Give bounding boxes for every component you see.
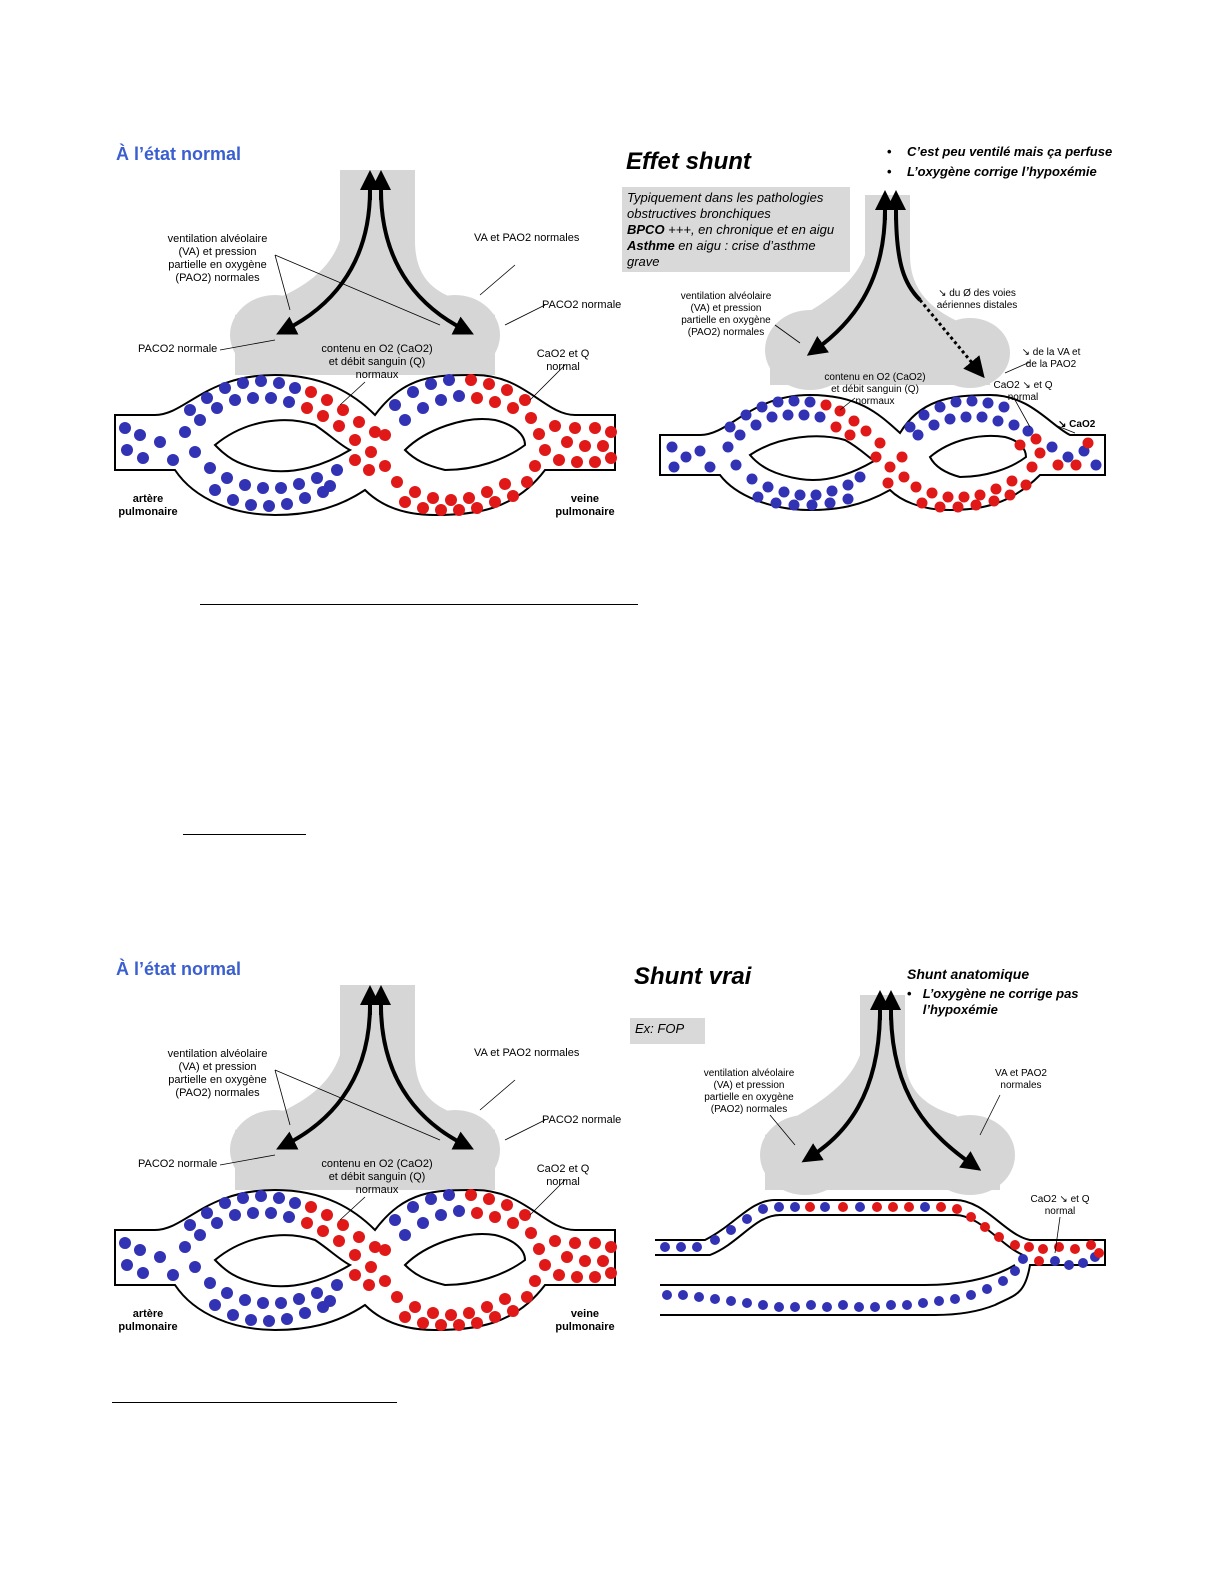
panel3-label-paco2-left: PACO2 normale [138,1158,218,1170]
panel1-label-cao2-q: CaO2 et Q normal [536,348,590,373]
panel4-bullets: •L’oxygène ne corrige pas l’hypoxémie [907,986,1107,1018]
panel1-label-paco2-left: PACO2 normale [138,343,218,355]
panel4-label-cao2-down: CaO2 ↘ et Q normal [1030,1194,1090,1217]
panel2-bullet1: C’est peu ventilé mais ça perfuse [907,144,1113,159]
panel2-context-box: Typiquement dans les pathologies obstruc… [622,187,850,272]
panel1-label-artere: artère pulmonaire [118,493,178,518]
panel4-label-va-pao2: VA et PAO2 normales [995,1068,1047,1091]
panel4-box: Ex: FOP [630,1018,705,1044]
panel4-subtitle: Shunt anatomique [907,966,1030,982]
panel2-box-asthme: Asthme [627,238,675,253]
panel3-label-ventilation: ventilation alvéolaire (VA) et pression … [167,1048,268,1099]
panel2-label-ventilation: ventilation alvéolaire (VA) et pression … [680,291,772,338]
panel3-label-paco2-right: PACO2 normale [542,1114,622,1126]
panel3-label-artere: artère pulmonaire [118,1308,178,1333]
panel1-label-contenu: contenu en O2 (CaO2) et débit sanguin (Q… [321,343,433,381]
shunt-vrai-diagram [655,990,1106,1316]
panel2-box-bpco: BPCO [627,222,665,237]
panel3-label-veine: veine pulmonaire [555,1308,615,1333]
panel2-label-voies: ↘ du Ø des voies aériennes distales [936,288,1018,311]
panel2-label-contenu: contenu en O2 (CaO2) et débit sanguin (Q… [824,372,926,407]
panel2-label-cao2: ↘ CaO2 [1058,419,1096,430]
panel2-box-line1: Typiquement dans les pathologies obstruc… [627,190,824,221]
panel4-label-ventilation: ventilation alvéolaire (VA) et pression … [703,1068,795,1115]
panel1-label-ventilation: ventilation alvéolaire (VA) et pression … [167,233,268,284]
panel3-label-va-pao2: VA et PAO2 normales [474,1047,580,1059]
panel3-label-cao2-q: CaO2 et Q normal [536,1163,590,1188]
panel3-label-contenu: contenu en O2 (CaO2) et débit sanguin (Q… [321,1158,433,1196]
panel2-title: Effet shunt [626,148,751,175]
separator-line-2 [183,834,306,835]
panel4-bullet1: L’oxygène ne corrige pas l’hypoxémie [922,986,1079,1017]
panel2-label-va-pao2-down: ↘ de la VA et de la PAO2 [1021,347,1081,370]
panel1-title: À l’état normal [116,144,242,164]
effet-shunt-diagram [659,190,1106,513]
panel1-label-paco2-right: PACO2 normale [542,299,622,311]
panel2-box-asthme-rest: en aigu : crise d’asthme grave [627,238,816,269]
separator-line-1 [200,604,638,605]
panel2-bullets: •C’est peu ventilé mais ça perfuse •L’ox… [887,144,1113,179]
panel3-title: À l’état normal [116,959,242,979]
panel2-label-cao2-down: CaO2 ↘ et Q normal [993,380,1053,403]
panel1-label-veine: veine pulmonaire [555,493,615,518]
separator-line-3 [112,1402,397,1403]
panel4-title: Shunt vrai [634,963,752,990]
panel1-label-va-pao2: VA et PAO2 normales [474,232,580,244]
panel2-box-bpco-rest: +++, en chronique et en aigu [664,222,835,237]
panel2-bullet2: L’oxygène corrige l’hypoxémie [907,164,1097,179]
